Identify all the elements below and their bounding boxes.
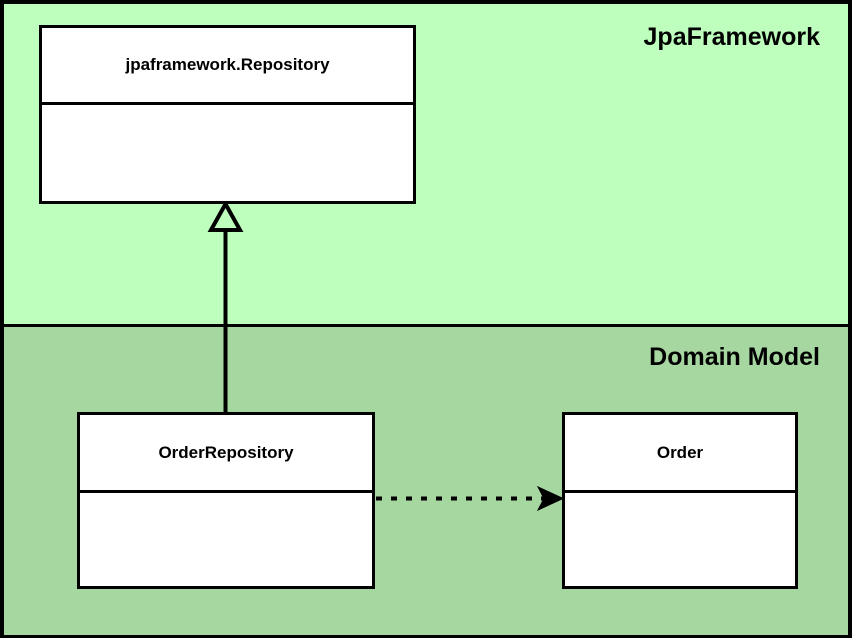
class-box-order-repository[interactable]: OrderRepository xyxy=(77,412,375,589)
class-name-order-repository: OrderRepository xyxy=(80,415,372,493)
package-label-jpaframework: JpaFramework xyxy=(643,23,820,51)
class-attributes-compartment-order xyxy=(565,493,795,586)
class-attributes-compartment-repository xyxy=(42,105,413,201)
package-label-domain-model: Domain Model xyxy=(649,343,820,371)
class-box-repository[interactable]: jpaframework.Repository xyxy=(39,25,416,204)
class-attributes-compartment-order-repository xyxy=(80,493,372,586)
class-name-order: Order xyxy=(565,415,795,493)
class-name-repository: jpaframework.Repository xyxy=(42,28,413,105)
class-box-order[interactable]: Order xyxy=(562,412,798,589)
